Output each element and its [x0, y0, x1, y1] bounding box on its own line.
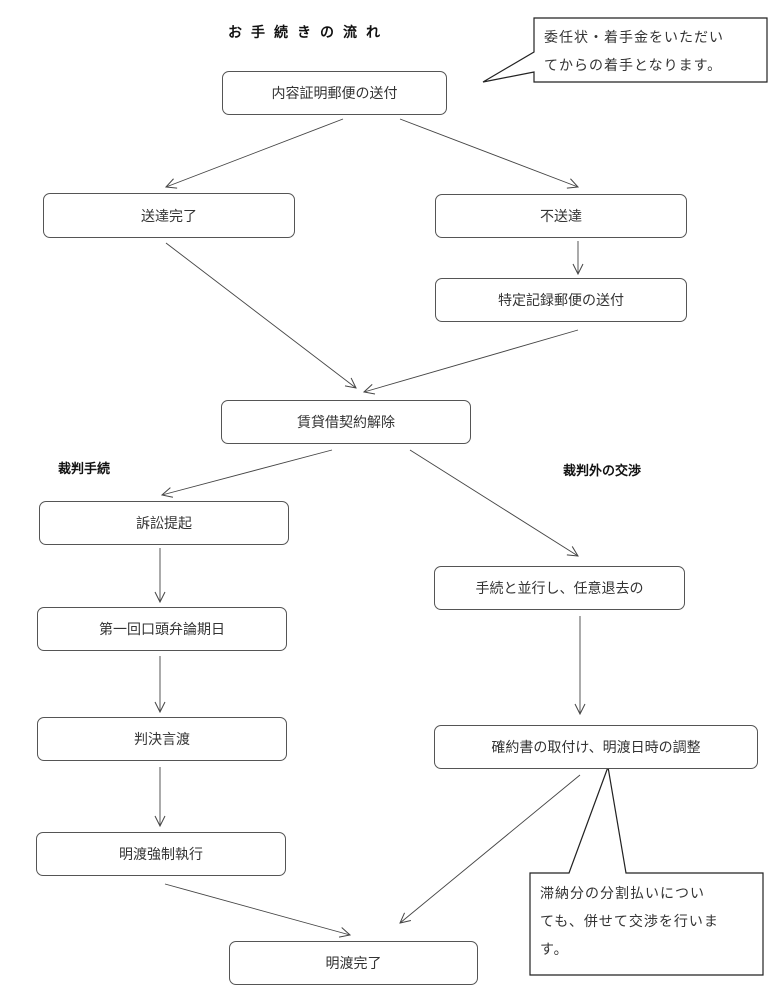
node-label: 手続と並行し、任意退去の: [475, 581, 644, 597]
retainer-callout-bubble: [482, 17, 768, 83]
node-label: 送達完了: [141, 208, 197, 225]
edge-delivered-to-termination: [165, 242, 356, 388]
edge-pledge-to-complete: [400, 774, 581, 923]
node-delivered: 送達完了: [43, 193, 295, 238]
edge-termination-to-lawsuit: [162, 449, 333, 495]
callout-line: す。: [540, 942, 569, 958]
node-first-hearing: 第一回口頭弁論期日: [37, 607, 287, 651]
node-certified-mail: 内容証明郵便の送付: [222, 71, 447, 115]
page-title: お手続きの流れ: [228, 25, 389, 41]
node-voluntary-departure: 手続と並行し、任意退去の: [434, 566, 685, 610]
node-label: 第一回口頭弁論期日: [99, 622, 225, 638]
node-eviction-complete: 明渡完了: [229, 941, 478, 985]
node-label: 訴訟提起: [136, 516, 192, 532]
callout-line: ても、併せて交渉を行いま: [540, 914, 719, 930]
node-label: 明渡強制執行: [119, 847, 203, 863]
node-label: 判決言渡: [134, 732, 190, 748]
node-label: 賃貸借契約解除: [297, 415, 395, 431]
node-lease-termination: 賃貸借契約解除: [221, 400, 471, 444]
node-forced-eviction: 明渡強制執行: [36, 832, 286, 876]
callout-line: てからの着手となります。: [544, 58, 723, 74]
edge-specified-to-termination: [364, 329, 579, 392]
node-specified-record-mail: 特定記録郵便の送付: [435, 278, 687, 322]
node-pledge-adjustment: 確約書の取付け、明渡日時の調整: [434, 725, 758, 769]
retainer-callout-text: 委任状・着手金をいただい てからの着手となります。: [536, 20, 766, 84]
node-label: 特定記録郵便の送付: [498, 293, 624, 309]
edge-termination-to-voluntary: [409, 449, 578, 556]
node-lawsuit-filing: 訴訟提起: [39, 501, 289, 545]
callout-line: 委任状・着手金をいただい: [544, 30, 724, 46]
node-label: 内容証明郵便の送付: [271, 86, 398, 102]
installments-callout-bubble: [529, 764, 764, 976]
node-not-delivered: 不送達: [435, 194, 687, 238]
callout-line: 滞納分の分割払いについ: [540, 886, 705, 902]
node-label: 確約書の取付け、明渡日時の調整: [491, 740, 701, 756]
section-label-litigation: 裁判手続: [58, 462, 111, 477]
section-label-negotiation: 裁判外の交渉: [563, 464, 642, 479]
node-label: 不送達: [540, 209, 582, 225]
node-judgment: 判決言渡: [37, 717, 287, 761]
edge-certified-to-not-delivered: [399, 118, 578, 187]
node-label: 明渡完了: [325, 956, 382, 972]
edge-forced-to-complete: [164, 883, 350, 935]
installments-callout-text: 滞納分の分割払いについ ても、併せて交渉を行いま す。: [532, 876, 762, 968]
edge-certified-to-delivered: [166, 118, 344, 187]
